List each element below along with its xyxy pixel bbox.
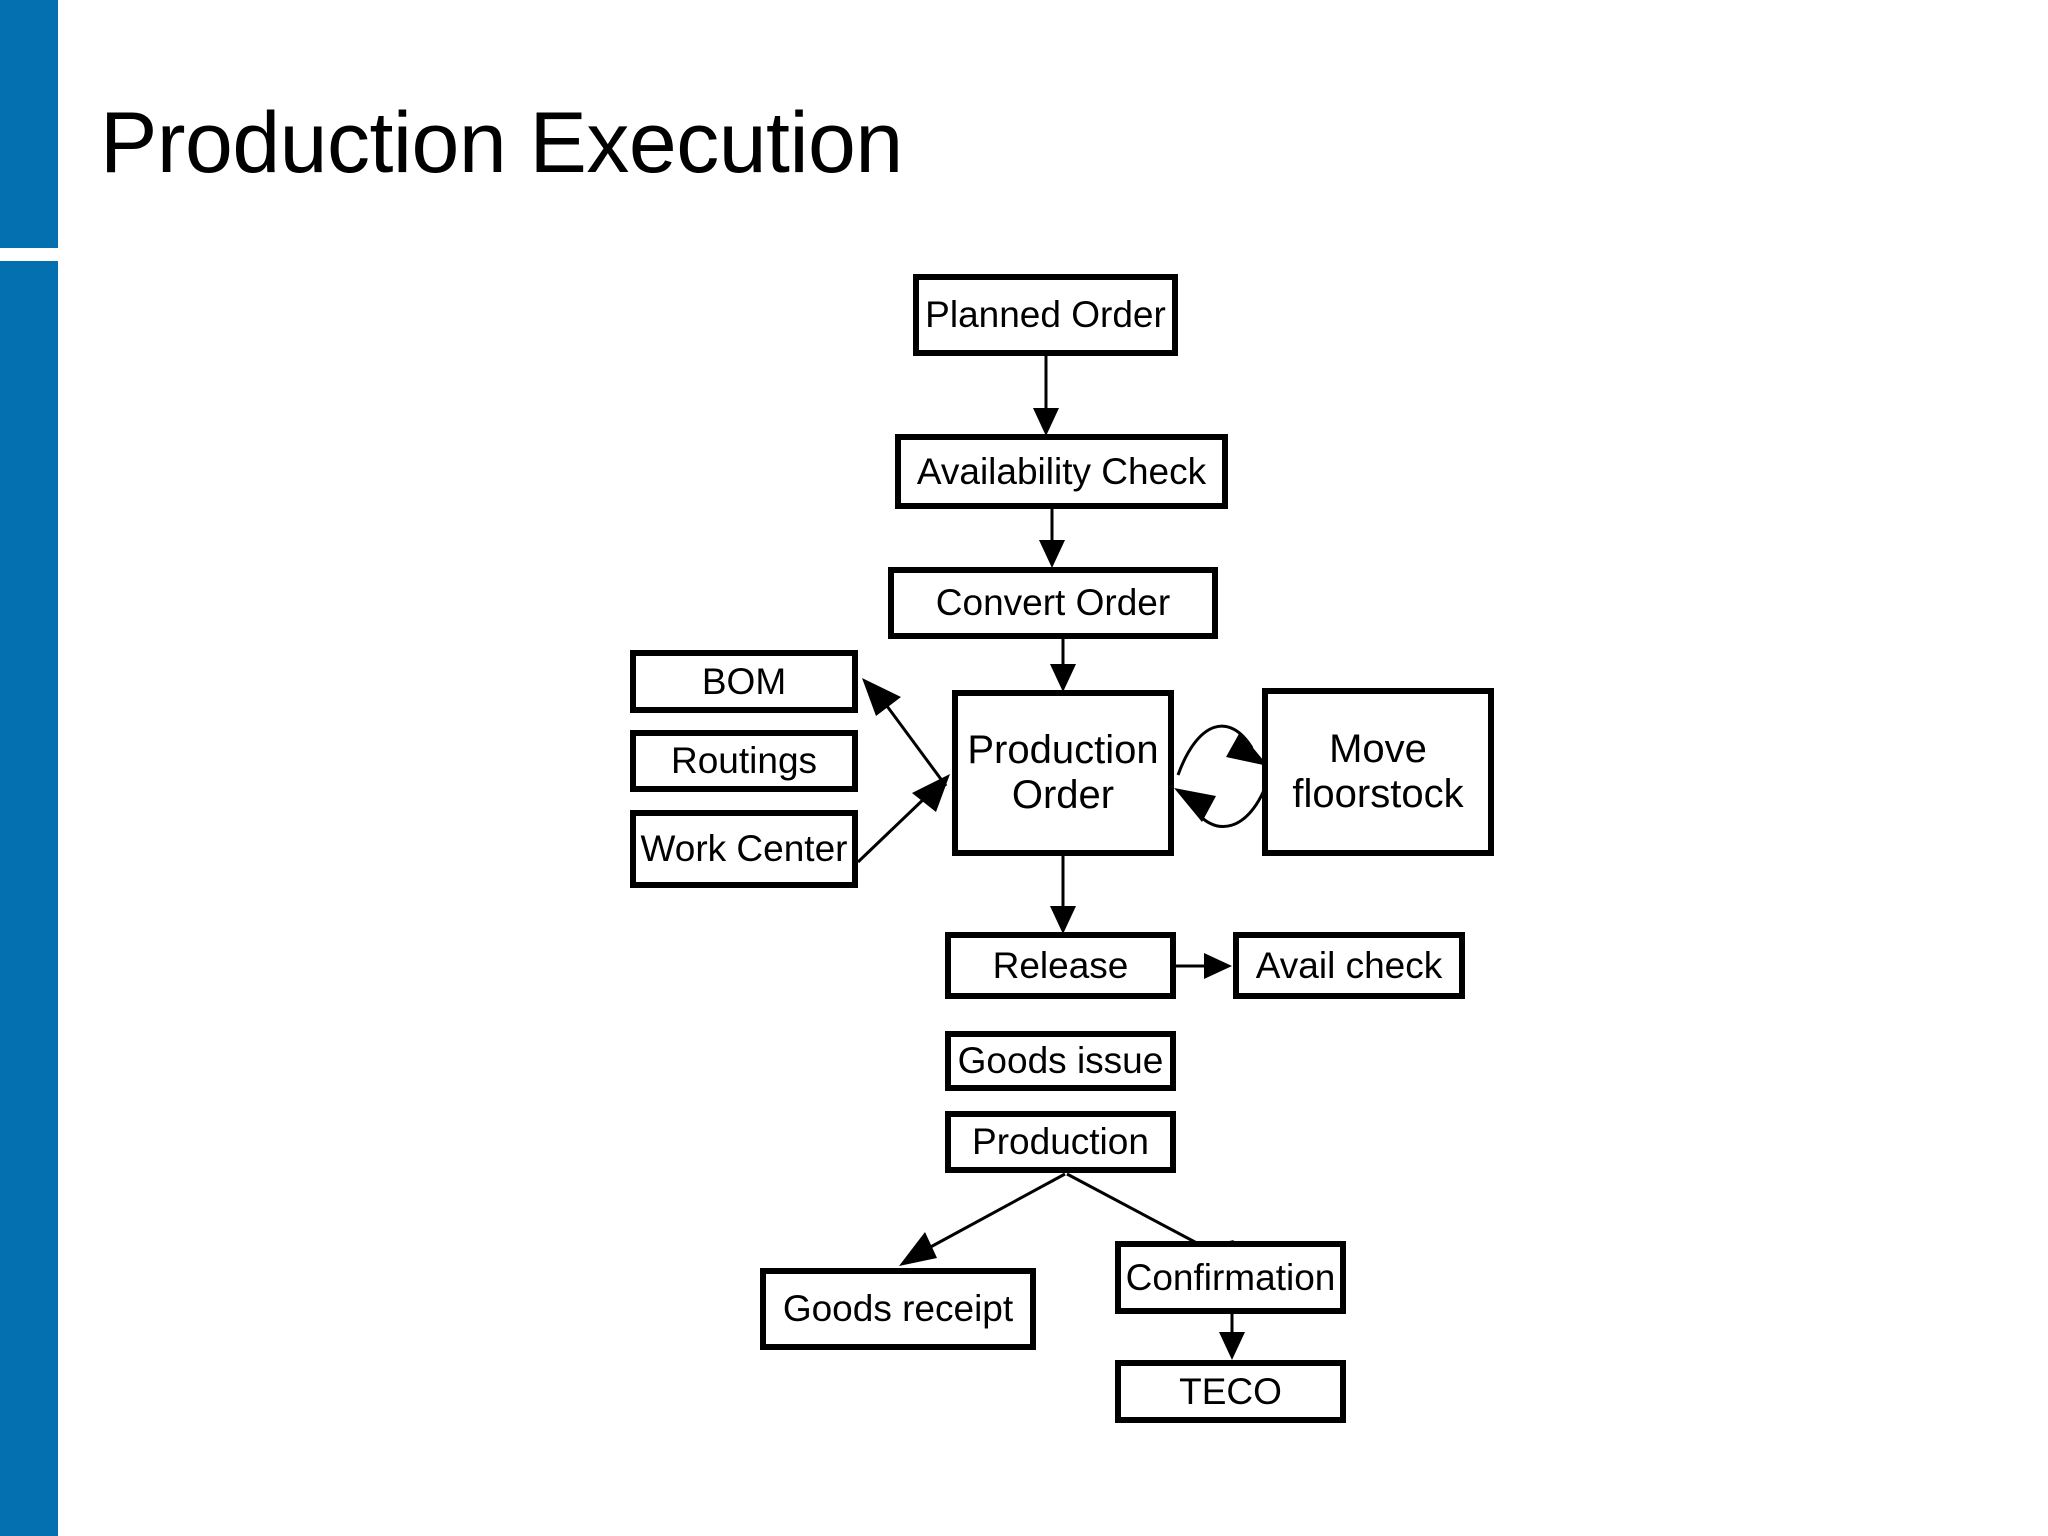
arrowhead-convert-order [1039, 540, 1065, 568]
node-production-order[interactable]: Production Order [952, 690, 1174, 856]
node-goods-issue[interactable]: Goods issue [945, 1031, 1176, 1091]
node-label: Release [992, 944, 1129, 986]
edge-production-to-goods-receipt [924, 1172, 1066, 1252]
arrowhead-availability-check [1033, 408, 1059, 436]
node-label: Routings [670, 740, 818, 782]
edge-production-order-to-move-floorstock [1176, 724, 1254, 776]
node-production[interactable]: Production [945, 1111, 1176, 1173]
node-label: BOM [701, 660, 787, 702]
node-label: Production Order [967, 728, 1159, 817]
node-label: Goods receipt [782, 1288, 1014, 1330]
node-release[interactable]: Release [945, 932, 1176, 999]
node-avail-check[interactable]: Avail check [1233, 932, 1465, 999]
accent-bar-bottom [0, 261, 58, 1536]
node-planned-order[interactable]: Planned Order [913, 274, 1178, 356]
node-goods-receipt[interactable]: Goods receipt [760, 1268, 1036, 1350]
arrowhead-production-order-top [1050, 664, 1076, 692]
edge-move-floorstock-to-production-order [1190, 779, 1270, 828]
arrowhead-production-order-right [1174, 788, 1216, 822]
arrowhead-production-order-left [912, 774, 950, 812]
node-move-floorstock[interactable]: Move floorstock [1262, 688, 1494, 856]
node-label: Move floorstock [1292, 727, 1464, 816]
node-label: TECO [1179, 1370, 1282, 1412]
accent-bar-top [0, 0, 58, 248]
node-teco[interactable]: TECO [1115, 1360, 1346, 1423]
node-confirmation[interactable]: Confirmation [1115, 1241, 1346, 1314]
arrowhead-bom [862, 678, 901, 716]
node-label: Avail check [1255, 944, 1443, 986]
node-availability-check[interactable]: Availability Check [895, 434, 1228, 509]
node-label: Convert Order [935, 582, 1171, 624]
node-label: Goods issue [957, 1040, 1164, 1082]
arrowhead-goods-receipt [899, 1232, 937, 1266]
node-label: Availability Check [916, 450, 1207, 492]
node-routings[interactable]: Routings [630, 730, 858, 792]
node-label: Production [972, 1121, 1149, 1163]
node-work-center[interactable]: Work Center [630, 810, 858, 888]
node-convert-order[interactable]: Convert Order [888, 567, 1218, 639]
edge-production-order-to-bom [882, 701, 948, 787]
page-title: Production Execution [100, 95, 903, 191]
edge-production-to-confirmation [1066, 1172, 1211, 1252]
arrowhead-avail-check [1204, 953, 1232, 979]
arrowhead-teco [1219, 1332, 1245, 1360]
node-label: Planned Order [925, 294, 1166, 336]
node-label: Confirmation [1125, 1256, 1336, 1298]
edge-work-center-to-production-order [856, 793, 930, 864]
arrowhead-release [1050, 906, 1076, 934]
node-bom[interactable]: BOM [630, 650, 858, 713]
node-label: Work Center [640, 828, 848, 870]
